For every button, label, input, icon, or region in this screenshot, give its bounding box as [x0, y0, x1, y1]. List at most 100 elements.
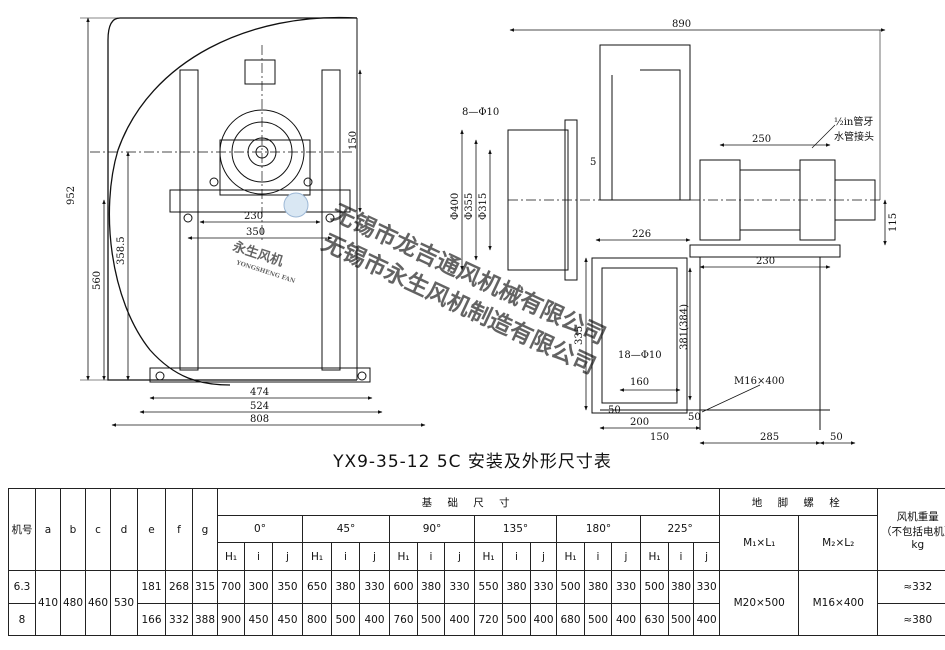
- dim-160: 160: [630, 377, 649, 388]
- cell-dimension: 400: [530, 603, 557, 636]
- sub-header-j: j: [530, 542, 557, 571]
- dimension-table: 机号 a b c d e f g 基 础 尺 寸 地 脚 螺 栓 风机重量 （不…: [8, 488, 945, 636]
- dim-350: 350: [246, 227, 265, 238]
- water-connector-label: 水管接头: [834, 130, 874, 143]
- dim-phi-315: Φ315: [478, 193, 489, 220]
- sub-header-j: j: [692, 542, 721, 571]
- cell-bolt-1: M20×500: [719, 570, 800, 636]
- cell-b: 480: [60, 570, 86, 636]
- dim-560: 560: [92, 271, 103, 290]
- dim-230-side: 230: [756, 256, 775, 267]
- sub-header-i: i: [417, 542, 445, 571]
- dim-150-side: 150: [650, 432, 669, 443]
- weight-unit: kg: [911, 538, 925, 551]
- dim-808: 808: [250, 414, 269, 425]
- cell-dimension: 380: [584, 570, 612, 604]
- sub-header-j: j: [272, 542, 303, 571]
- cell-e: 166: [137, 603, 166, 636]
- cell-dimension: 330: [530, 570, 557, 604]
- watermarks: 永生风机 YONGSHENG FAN 无锡市龙吉通风机械有限公司 无锡市永生风机…: [230, 192, 610, 380]
- col-g: g: [192, 488, 218, 571]
- front-view-labels: 952 358.5 560 150 230 350 474 524 808: [66, 131, 359, 425]
- angle-header: 0°: [217, 515, 303, 543]
- drawing-caption: YX9-35-12 5C 安装及外形尺寸表: [333, 452, 612, 472]
- sub-header-h1: H₁: [556, 542, 585, 571]
- sub-header-i: i: [331, 542, 360, 571]
- dim-474: 474: [250, 387, 269, 398]
- cell-dimension: 400: [692, 603, 721, 636]
- logo-mark: [283, 192, 309, 218]
- cell-dimension: 600: [389, 570, 418, 604]
- cell-dimension: 650: [302, 570, 332, 604]
- dim-m16x400: M16×400: [734, 376, 784, 387]
- cell-dimension: 400: [359, 603, 390, 636]
- angle-header: 45°: [302, 515, 390, 543]
- sub-header-j: j: [444, 542, 475, 571]
- sub-header-i: i: [668, 542, 694, 571]
- front-view: [80, 16, 426, 427]
- dim-381-384: 381(384): [679, 304, 690, 350]
- cell-dimension: 550: [474, 570, 503, 604]
- dim-115: 115: [888, 213, 899, 232]
- cell-dimension: 380: [417, 570, 445, 604]
- cell-dimension: 500: [584, 603, 612, 636]
- dim-335: 335: [574, 326, 585, 345]
- cell-dimension: 700: [217, 570, 245, 604]
- col-weight: 风机重量 （不包括电机） kg: [877, 488, 945, 571]
- dim-50-b: 50: [688, 412, 701, 423]
- col-f: f: [165, 488, 193, 571]
- col-bolt-1: M₁×L₁: [719, 515, 800, 571]
- cell-g: 315: [192, 570, 218, 604]
- dim-226: 226: [632, 229, 651, 240]
- col-bolt-2: M₂×L₂: [798, 515, 879, 571]
- col-c: c: [85, 488, 111, 571]
- dim-150: 150: [348, 131, 359, 150]
- cell-dimension: 500: [668, 603, 694, 636]
- dim-250: 250: [752, 134, 771, 145]
- cell-d: 530: [110, 570, 138, 636]
- cell-dimension: 330: [692, 570, 721, 604]
- sub-header-i: i: [244, 542, 273, 571]
- cell-dimension: 300: [244, 570, 273, 604]
- col-d: d: [110, 488, 138, 571]
- cell-dimension: 350: [272, 570, 303, 604]
- dim-8-phi-10: 8—Φ10: [462, 107, 499, 118]
- cell-dimension: 720: [474, 603, 503, 636]
- dim-358-5: 358.5: [116, 236, 127, 265]
- cell-weight: ≈380: [877, 603, 945, 636]
- dim-200: 200: [630, 417, 649, 428]
- cell-dimension: 500: [640, 570, 669, 604]
- sub-header-i: i: [502, 542, 531, 571]
- cell-g: 388: [192, 603, 218, 636]
- cell-weight: ≈332: [877, 570, 945, 604]
- cell-dimension: 680: [556, 603, 585, 636]
- dim-230: 230: [244, 211, 263, 222]
- cell-dimension: 400: [611, 603, 641, 636]
- weight-note: （不包括电机）: [881, 525, 945, 538]
- cell-c: 460: [85, 570, 111, 636]
- cell-bolt-2: M16×400: [798, 570, 879, 636]
- dim-18-phi-10: 18—Φ10: [618, 350, 662, 361]
- angle-header: 180°: [556, 515, 641, 543]
- cell-model: 8: [8, 603, 36, 636]
- col-e: e: [137, 488, 166, 571]
- sub-header-h1: H₁: [474, 542, 503, 571]
- cell-dimension: 500: [556, 570, 585, 604]
- cell-dimension: 500: [417, 603, 445, 636]
- cell-dimension: 380: [502, 570, 531, 604]
- sub-header-j: j: [611, 542, 641, 571]
- angle-header: 225°: [639, 515, 721, 543]
- side-view-labels: 890 8—Φ10 Φ400 Φ355 Φ315 5 250 ½in管牙 水管接…: [450, 19, 899, 443]
- cell-f: 332: [165, 603, 193, 636]
- angle-header: 90°: [389, 515, 475, 543]
- dim-phi-355: Φ355: [464, 193, 475, 220]
- dim-524: 524: [250, 401, 269, 412]
- dim-phi-400: Φ400: [450, 193, 461, 220]
- cell-dimension: 380: [668, 570, 694, 604]
- cell-dimension: 760: [389, 603, 418, 636]
- cell-dimension: 330: [444, 570, 475, 604]
- angle-header: 135°: [474, 515, 557, 543]
- cell-dimension: 330: [359, 570, 390, 604]
